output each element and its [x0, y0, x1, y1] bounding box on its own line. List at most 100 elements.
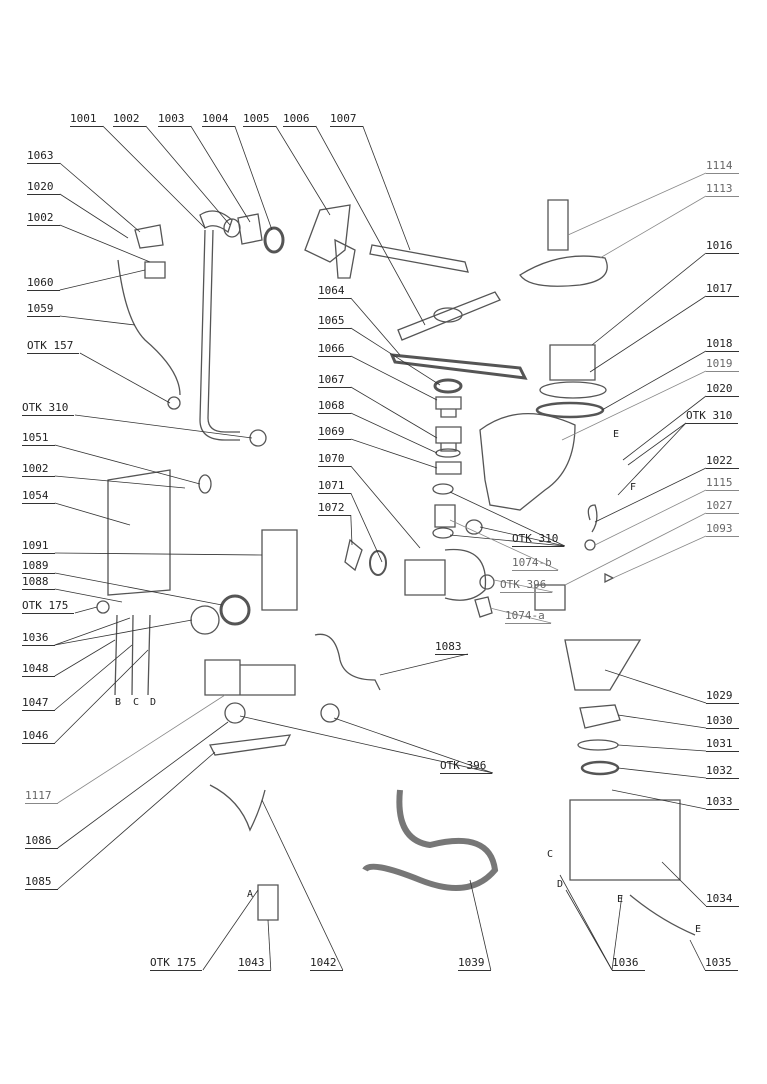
- leader-line: [591, 252, 707, 346]
- clip-1093: [604, 572, 615, 584]
- leader-line: [350, 386, 438, 439]
- ring-1017: [539, 381, 607, 399]
- leader-line: [202, 889, 259, 971]
- leader-line: [564, 512, 707, 586]
- connection-letter: E: [695, 924, 702, 935]
- part-label-bottom-2: 1042: [310, 957, 343, 971]
- part-label-top-4: 1005: [243, 113, 276, 127]
- pipe-elbow: [199, 210, 233, 234]
- part-label-right-7: OTK 310: [686, 410, 739, 424]
- leader-line: [190, 125, 251, 223]
- connection-letter: E: [613, 429, 620, 440]
- leader-line: [54, 644, 133, 711]
- leader-line: [561, 370, 707, 441]
- part-label-right-14: 1031: [706, 738, 739, 752]
- part-1091: [261, 529, 298, 611]
- part-label-right-15: 1032: [706, 765, 739, 779]
- part-label-left-10: 1091: [22, 540, 55, 554]
- part-1005: [304, 204, 351, 263]
- connection-letter: C: [547, 849, 554, 860]
- seal-1068: [435, 448, 461, 458]
- part-label-middle-1: 1065: [318, 315, 351, 329]
- leader-line: [57, 694, 226, 804]
- clamp-otk310: [249, 429, 267, 447]
- leader-line: [54, 502, 131, 526]
- leader-line: [601, 350, 707, 411]
- part-1066: [435, 396, 462, 418]
- lower-spray-arm-1006: [397, 291, 501, 341]
- leader-line: [617, 422, 687, 496]
- part-label-left-13: OTK 175: [22, 600, 75, 614]
- part-label-bottom-3: 1039: [458, 957, 491, 971]
- leader-line: [493, 579, 553, 593]
- part-label-right-12: 1029: [706, 690, 739, 704]
- leader-line: [362, 125, 411, 251]
- part-1074a: [474, 596, 493, 618]
- clamp-1086: [224, 702, 246, 724]
- part-label-right-16: 1033: [706, 796, 739, 810]
- leader-line: [617, 744, 707, 752]
- part-label-left-11: 1089: [22, 560, 55, 574]
- leader-line: [59, 315, 136, 326]
- leader-line: [54, 444, 201, 485]
- leader-line: [594, 467, 707, 523]
- part-label-middle-10: 1074-b: [512, 557, 558, 571]
- part-1074b: [434, 504, 456, 528]
- sump-1019: [479, 412, 576, 511]
- cable-1042: [209, 784, 266, 832]
- hose-1059: [117, 259, 181, 396]
- clamp-a: [432, 483, 454, 495]
- part-label-bottom-5: 1035: [705, 957, 738, 971]
- pump-1070: [404, 548, 487, 601]
- leader-line: [261, 799, 344, 971]
- part-label-left-3: 1060: [27, 277, 60, 291]
- connection-letter: E: [617, 894, 624, 905]
- leader-line: [239, 715, 493, 774]
- part-label-middle-12: 1074-a: [505, 610, 551, 624]
- part-label-right-3: 1017: [706, 283, 739, 297]
- part-label-right-17: 1034: [706, 893, 739, 907]
- part-label-left-5: OTK 157: [27, 340, 80, 354]
- part-label-top-6: 1007: [330, 113, 363, 127]
- container-1034: [569, 799, 681, 881]
- leader-line: [567, 172, 707, 236]
- funnel-1029: [564, 639, 642, 691]
- hose-1022: [587, 504, 598, 533]
- connection-letter: D: [557, 879, 564, 890]
- part-1071: [369, 550, 387, 576]
- leader-line: [449, 491, 566, 547]
- part-label-left-15: 1048: [22, 663, 55, 677]
- part-label-left-8: 1002: [22, 463, 55, 477]
- part-label-middle-2: 1066: [318, 343, 351, 357]
- part-label-middle-7: 1071: [318, 480, 351, 494]
- seal-1031: [577, 739, 619, 751]
- clamp-otk396: [479, 574, 495, 590]
- connection-letter: C: [133, 697, 140, 708]
- leader-line: [604, 669, 707, 704]
- leader-line: [59, 269, 146, 291]
- connection-letter: F: [630, 482, 637, 493]
- part-label-right-9: 1115: [706, 477, 739, 491]
- part-label-left-2: 1002: [27, 212, 60, 226]
- tank-1054: [107, 469, 171, 596]
- part-label-top-2: 1003: [158, 113, 191, 127]
- part-label-left-1: 1020: [27, 181, 60, 195]
- part-label-middle-6: 1070: [318, 453, 351, 467]
- leader-line: [350, 297, 401, 356]
- leader-line: [622, 395, 707, 461]
- part-label-middle-11: OTK 396: [500, 579, 553, 593]
- leader-line: [54, 617, 131, 646]
- part-label-left-20: 1085: [25, 876, 58, 890]
- part-label-right-10: 1027: [706, 500, 739, 514]
- leader-line: [54, 572, 223, 606]
- part-1115: [584, 539, 596, 551]
- leader-line: [54, 619, 193, 646]
- leader-line: [594, 489, 707, 546]
- leader-line: [145, 125, 231, 226]
- leader-line: [57, 751, 216, 890]
- leader-line: [617, 767, 707, 779]
- plate-1113: [519, 255, 608, 287]
- leader-line: [315, 125, 426, 326]
- part-label-left-0: 1063: [27, 150, 60, 164]
- ring-1032: [580, 760, 620, 776]
